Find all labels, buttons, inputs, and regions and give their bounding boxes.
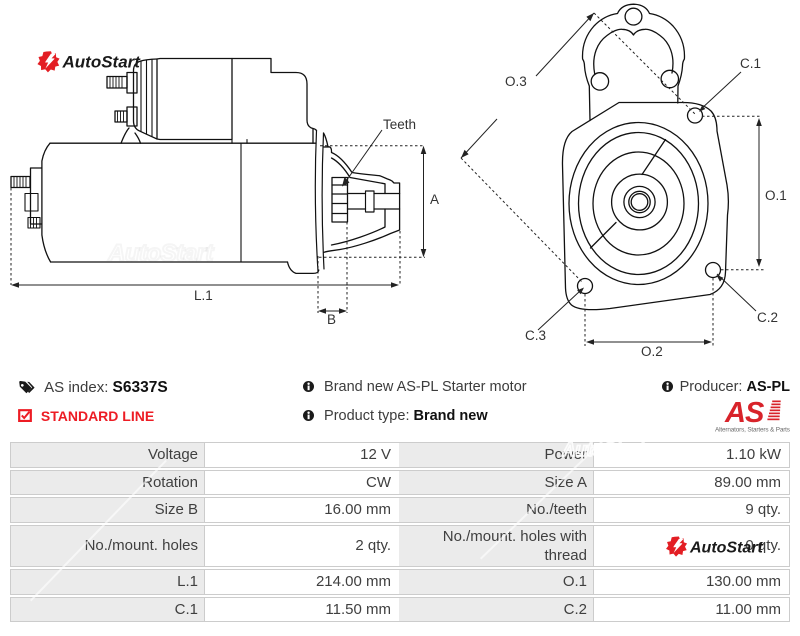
svg-text:A: A [430,192,439,207]
svg-text:L.1: L.1 [194,288,213,303]
svg-text:B: B [327,312,336,327]
svg-text:Teeth: Teeth [383,117,416,132]
svg-text:Alternators, Starters & Parts: Alternators, Starters & Parts [715,427,790,434]
svg-text:O.1: O.1 [765,188,787,203]
svg-text:AutoStart: AutoStart [62,53,142,72]
svg-text:AutoStart: AutoStart [689,540,764,557]
svg-text:O.2: O.2 [641,344,663,359]
svg-text:O.3: O.3 [505,74,527,89]
svg-text:C.3: C.3 [525,328,546,343]
svg-text:C.2: C.2 [757,310,778,325]
svg-text:AS: AS [724,398,765,429]
svg-text:C.1: C.1 [740,56,761,71]
